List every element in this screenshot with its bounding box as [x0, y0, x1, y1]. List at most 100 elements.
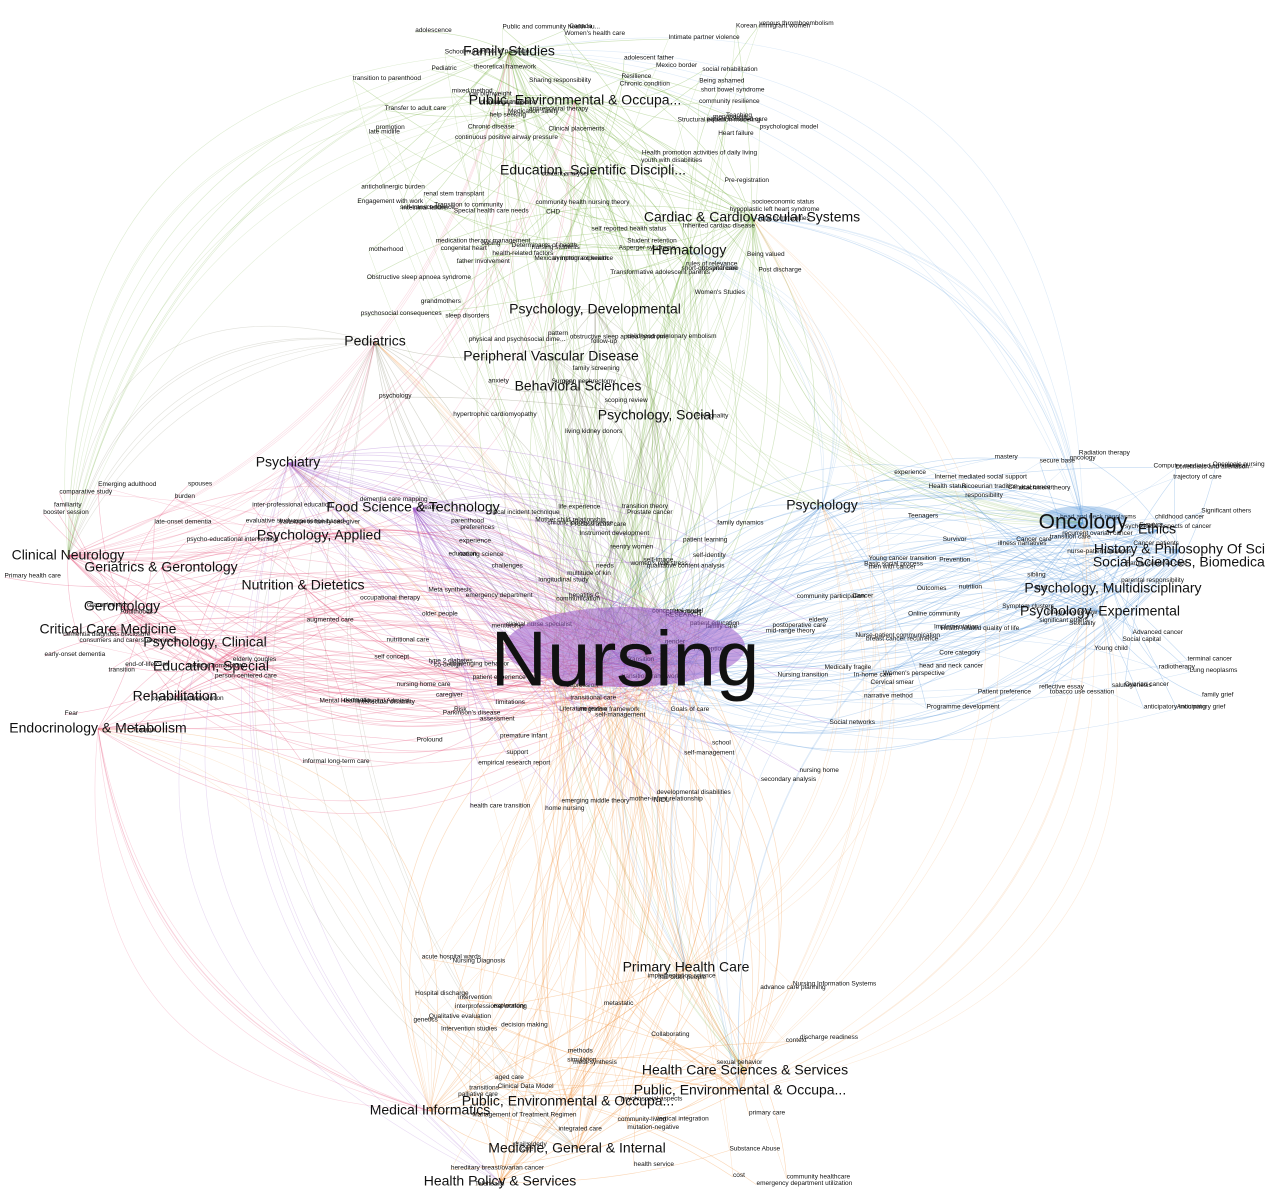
edge [160, 567, 216, 678]
term-label: self concept [374, 654, 409, 661]
term-label: mutation-negative [627, 1124, 679, 1131]
edge [287, 462, 544, 1183]
term-label: Trauma [133, 727, 156, 734]
term-label: evaluative study [246, 517, 293, 524]
edge [574, 100, 592, 231]
edge [688, 250, 823, 507]
edge [121, 529, 689, 634]
edge [67, 100, 576, 557]
edge [67, 341, 376, 557]
edge [444, 53, 635, 666]
edge [821, 467, 1154, 507]
edge [567, 664, 652, 1053]
edge [546, 130, 673, 666]
term-label: acute hospital wards [422, 953, 482, 960]
edge [751, 217, 1084, 524]
edge [685, 505, 864, 969]
edge [67, 341, 376, 557]
edge [499, 652, 626, 1183]
edge [415, 31, 510, 53]
edge [67, 51, 510, 557]
term-label: Basic social process [864, 561, 924, 568]
edge [564, 34, 654, 666]
edge [707, 522, 1084, 1092]
edge [508, 51, 737, 631]
edge [744, 217, 876, 1072]
term-label: methods [568, 1047, 594, 1054]
edge [928, 487, 1101, 613]
edge [541, 175, 753, 219]
term-label: symptom experience [553, 255, 613, 262]
edge [744, 217, 986, 1072]
edge [821, 477, 935, 507]
edge [643, 625, 746, 1072]
edge [451, 92, 753, 219]
term-label: patient experience [473, 674, 527, 681]
term-label: Instrument development [579, 530, 649, 537]
edge [564, 34, 690, 252]
term-label: hypertrophic cardiomyopathy [453, 411, 537, 418]
edge [361, 51, 510, 189]
edge [489, 116, 690, 252]
edge [451, 92, 670, 666]
edge [567, 1101, 734, 1178]
hub-label-family-studies: Family Studies [463, 43, 555, 59]
edge [174, 577, 703, 698]
edge [374, 341, 618, 1150]
edge [434, 206, 690, 252]
term-label: metastatic [604, 1000, 634, 1007]
term-label: terminal cancer [1188, 655, 1233, 662]
term-label: mastery [995, 453, 1019, 460]
term-label: Obstructive sleep apnoea syndrome [367, 274, 471, 281]
edge [412, 507, 578, 712]
term-label: self-image [643, 556, 673, 563]
edge [1059, 518, 1084, 524]
edge [44, 633, 206, 657]
term-label: Goals of care [671, 706, 710, 713]
edge [532, 647, 676, 1103]
edge [445, 217, 753, 318]
edge [537, 250, 690, 631]
edge [567, 967, 687, 1053]
term-label: head and neck cancer [919, 662, 984, 669]
edge [751, 217, 1084, 524]
edge [67, 341, 376, 557]
term-label: Transfer to adult care [385, 105, 447, 112]
edge [499, 700, 698, 1183]
edge [547, 702, 698, 1150]
term-label: Anticipatory grief [1177, 704, 1226, 711]
edge [641, 121, 709, 666]
edge [574, 100, 725, 183]
edge [651, 1035, 741, 1092]
hub-label-geriatrics: Geriatrics & Gerontology [84, 559, 237, 575]
edge [682, 227, 690, 252]
term-label: Ricoeurian tradition [962, 483, 1018, 490]
edge [908, 549, 1181, 616]
edge [1039, 462, 1101, 613]
edge [685, 516, 1114, 633]
term-label: experience [459, 538, 491, 545]
edge [399, 51, 510, 210]
oncology-node [1041, 506, 1125, 530]
term-label: caregiver [436, 691, 464, 698]
edge [121, 606, 188, 668]
edge [444, 53, 690, 252]
edge [592, 161, 651, 666]
edge [594, 309, 696, 645]
term-label: parenthood [451, 517, 484, 524]
edge [591, 230, 643, 666]
term-label: elderly couples [233, 656, 277, 663]
edge [492, 254, 601, 666]
term-label: nurse-patient relations [1067, 548, 1132, 555]
edge [693, 546, 1181, 647]
edge [596, 664, 618, 1006]
term-label: community resilience [699, 98, 760, 105]
edge [472, 967, 687, 1117]
term-label: Meta synthesis [428, 586, 472, 593]
edge [744, 217, 874, 1072]
hub-label-nursing: Nursing [491, 615, 760, 703]
edge [508, 51, 714, 119]
edge [120, 535, 320, 614]
edge [550, 356, 697, 418]
edge [287, 462, 545, 1183]
